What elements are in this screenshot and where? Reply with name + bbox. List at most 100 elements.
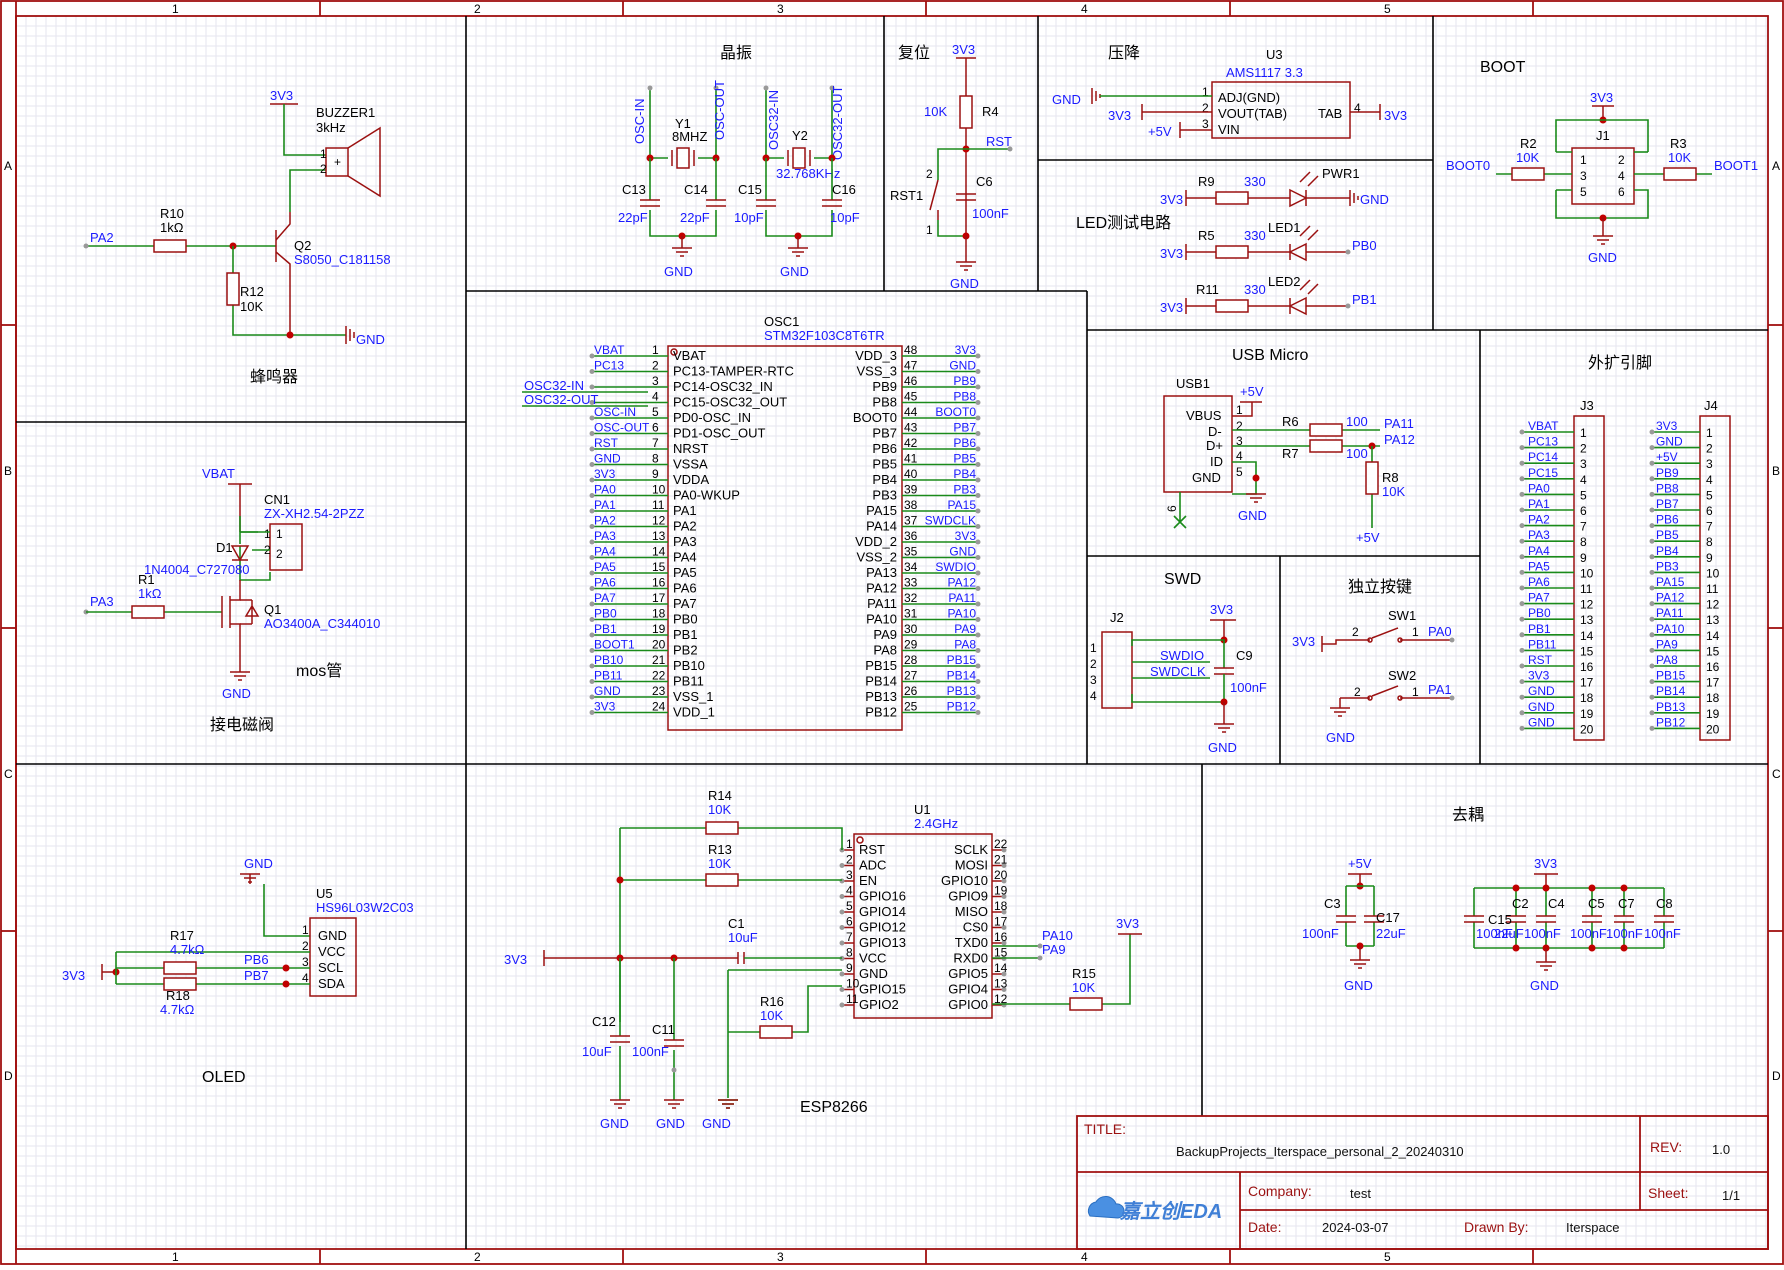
crystal-c16-value: 10pF [830,210,860,225]
esp-right-pin-end [1001,940,1007,946]
esp-left-pin-name: GPIO12 [859,920,906,935]
ext-j4-pin-end [1649,445,1655,451]
ext-j4-net: +5V [1656,450,1678,464]
ext-j3-num: 13 [1580,613,1594,627]
section-title-boot: BOOT [1480,59,1526,76]
col-label-4b: 4 [1081,1250,1088,1264]
ldo-gnd: GND [1052,92,1081,107]
ext-j3-num: 6 [1580,504,1587,518]
esp-right-pin-num: 17 [994,915,1008,929]
ext-j3-net: PB11 [1528,637,1557,651]
led-row3-rv: 330 [1244,282,1266,297]
usb-pa11: PA11 [1384,416,1414,431]
mcu-left-pin-end [589,446,595,452]
ext-j4-net: PA11 [1656,606,1684,620]
esp-right-pin-end [1001,925,1007,930]
mcu-right-net: PB8 [953,390,976,404]
ldo-ref: U3 [1266,47,1283,62]
mcu-right-pin-num: 26 [904,684,918,698]
ext-j3: J3 [1580,398,1594,413]
ext-j4-num: 14 [1706,629,1720,643]
mcu-right-pin-num: 41 [904,452,918,466]
esp-right-pin-name: GPIO0 [948,997,988,1012]
ldo-n3: 3 [1202,117,1209,131]
esp-left-pin-num: 6 [846,915,853,929]
esp-pins: RST1ADC2EN3GPIO164GPIO145GPIO126GPIO137V… [839,837,1008,1012]
col-label-5: 5 [1384,2,1391,16]
mcu-left-pin-name: PA0-WKUP [673,488,740,503]
oled-pb6: PB6 [244,952,269,967]
ldo-circuit: U3 AMS1117 3.3 ADJ(GND) VOUT(TAB) VIN TA… [1052,47,1407,139]
mcu-left-pin-end [589,663,595,669]
mcu-right-pin-name: PB5 [872,457,897,472]
usb-5v-b: +5V [1356,530,1380,545]
esp-r16: R16 [760,994,784,1009]
mcu-right-net: PA8 [954,638,976,652]
tb-date: 2024-03-07 [1322,1220,1389,1235]
boot-boot0: BOOT0 [1446,158,1490,173]
row-label-a: A [4,159,12,173]
oled-pin-vcc: VCC [318,944,345,959]
mcu-left-pin-name: PA7 [673,596,697,611]
mcu-left-net: PA0 [594,483,616,497]
esp-left-pin-name: ADC [859,858,886,873]
swd-circuit: J2 1 2 3 4 3V3 C9 100nF SWDIO SWDCLK GND [1090,602,1267,755]
background-grid [15,15,1768,1249]
mos-d1-value: 1N4004_C727080 [144,562,250,577]
mcu-left-pin-end [589,493,595,498]
swd-j2: J2 [1110,610,1124,625]
col-label-3b: 3 [777,1250,784,1264]
crystal-c15-ref: C15 [738,182,762,197]
led-row3-d: LED2 [1268,274,1301,289]
ext-j3-num: 5 [1580,488,1587,502]
ext-j4-net: PB15 [1656,669,1686,683]
crystal-y2-ref: Y2 [792,128,808,143]
row-label-b: B [4,464,12,478]
ldo-pin3: VIN [1218,122,1240,137]
col-label-3: 3 [777,2,784,16]
mcu-right-pin-end [975,663,981,669]
mcu-left-pin-end [589,570,595,576]
buzzer-r12-value: 10K [240,299,263,314]
section-title-buzzer: 蜂鸣器 [250,368,298,386]
ldo-3v3b: 3V3 [1384,108,1407,123]
ext-j3-pin-end [1519,585,1525,591]
swd-p3: 3 [1090,673,1097,687]
usb-id: ID [1210,454,1223,469]
ext-j4-pin-end [1649,507,1655,513]
keys-n2a: 2 [1352,625,1359,639]
decouple-c7-value: 100nF [1606,926,1643,941]
mcu-left-pin-num: 9 [652,467,659,481]
mcu-left-pin-name: PD0-OSC_IN [673,410,751,425]
mcu-right-pin-name: PB9 [872,379,897,394]
usb-r7: R7 [1282,446,1299,461]
ext-j4-net: GND [1656,435,1683,449]
usb-pa12: PA12 [1384,432,1415,447]
mcu-left-pin-num: 2 [652,359,659,373]
mcu-right-pin-name: PB15 [865,658,897,673]
mcu-right-pin-end [975,632,981,638]
ext-j3-pin-end [1519,460,1525,466]
buzzer-ref: BUZZER1 [316,105,375,120]
swd-pwr: 3V3 [1210,602,1233,617]
mcu-right-pin-end [975,508,981,514]
mcu-left-pin-end [589,555,595,560]
mcu-right-pin-end [975,679,981,684]
mcu-left-pin-name: PA6 [673,581,697,596]
ext-j3-pin-end [1519,491,1525,497]
mos-cn1-p1b: 1 [276,527,283,541]
ext-j4-pin-end [1649,491,1655,497]
ext-j3-num: 7 [1580,520,1587,534]
led-row-led1: 3V3 R5 330 LED1 PB0 [1160,220,1377,262]
tb-title: BackupProjects_Iterspace_personal_2_2024… [1176,1144,1464,1159]
reset-c6-value: 100nF [972,206,1009,221]
ext-j4-net: PB9 [1656,466,1679,480]
tb-company: test [1350,1186,1371,1201]
mcu-left-pin-num: 22 [652,669,666,683]
esp-c11-value: 100nF [632,1044,669,1059]
decouple-c17: C17 [1376,910,1400,925]
ext-j4-num: 6 [1706,504,1713,518]
boot-r2-value: 10K [1516,150,1539,165]
